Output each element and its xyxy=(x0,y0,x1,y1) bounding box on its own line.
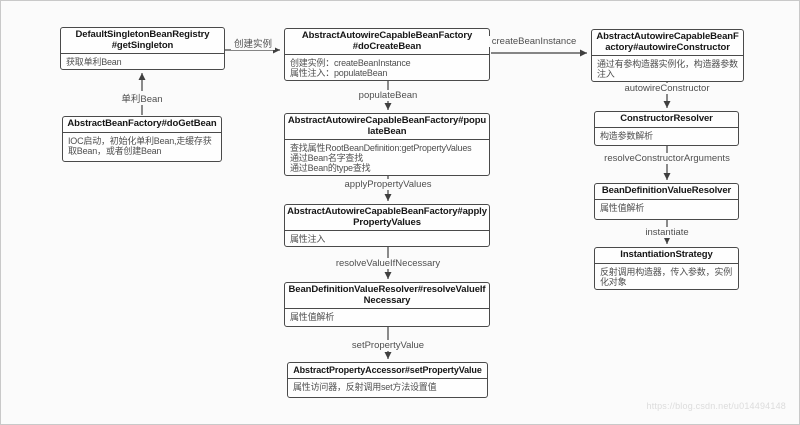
node-constructorresolver-body: 构造参数解析 xyxy=(600,130,653,141)
node-instantiationstrategy: InstantiationStrategy 反射调用构造器，传入参数，实例化对象 xyxy=(594,247,739,290)
node-constructorresolver-title: ConstructorResolver xyxy=(595,112,738,128)
edge-label-autowireconstructor: autowireConstructor xyxy=(621,83,713,94)
node-getsingleton: DefaultSingletonBeanRegistry #getSinglet… xyxy=(60,27,225,70)
node-beandefinitionvalueresolver: BeanDefinitionValueResolver 属性值解析 xyxy=(594,183,739,220)
node-beandefinitionvalueresolver-title: BeanDefinitionValueResolver xyxy=(595,184,738,200)
node-docreatebean-title: AbstractAutowireCapableBeanFactory #doCr… xyxy=(285,29,489,55)
node-applypropertyvalues-body: 属性注入 xyxy=(290,234,326,244)
edge-label-resolveconstructorarguments: resolveConstructorArguments xyxy=(601,153,733,164)
edge-label-populatebean: populateBean xyxy=(355,90,421,101)
node-setpropertyvalue-title: AbstractPropertyAccessor#setPropertyValu… xyxy=(288,363,487,379)
node-setpropertyvalue: AbstractPropertyAccessor#setPropertyValu… xyxy=(287,362,488,398)
edge-label-instantiate: instantiate xyxy=(642,227,692,238)
edge-label-resolvevalueifnecessary: resolveValueIfNecessary xyxy=(332,258,444,269)
watermark-url: https://blog.csdn.net/u014494148 xyxy=(646,401,786,411)
node-resolvevalueifnecessary-body: 属性值解析 xyxy=(290,312,335,322)
node-instantiationstrategy-body: 反射调用构造器，传入参数，实例化对象 xyxy=(600,266,733,287)
node-populatebean-body: 查找属性RootBeanDefinition:getPropertyValues… xyxy=(290,143,472,173)
edge-label-applypropertyvalues: applyPropertyValues xyxy=(341,179,435,190)
node-instantiationstrategy-title: InstantiationStrategy xyxy=(595,248,738,264)
node-getsingleton-title: DefaultSingletonBeanRegistry #getSinglet… xyxy=(61,28,224,54)
node-docreatebean: AbstractAutowireCapableBeanFactory #doCr… xyxy=(284,28,490,81)
edge-label-singleton-bean: 单利Bean xyxy=(118,91,166,105)
node-autowireconstructor-body: 通过有参构造器实例化，构造器参数注入 xyxy=(597,59,738,79)
edge-label-setpropertyvalue: setPropertyValue xyxy=(348,340,428,351)
node-resolvevalueifnecessary: BeanDefinitionValueResolver#resolveValue… xyxy=(284,282,490,327)
node-populatebean: AbstractAutowireCapableBeanFactory#popul… xyxy=(284,113,490,176)
node-getsingleton-body: 获取单利Bean xyxy=(66,57,122,67)
node-constructorresolver: ConstructorResolver 构造参数解析 xyxy=(594,111,739,146)
node-beandefinitionvalueresolver-body: 属性值解析 xyxy=(600,202,645,213)
node-dogetbean-body: IOC启动，初始化单利Bean,走缓存获取Bean，或者创建Bean xyxy=(68,135,212,156)
node-setpropertyvalue-body: 属性访问器，反射调用set方法设置值 xyxy=(293,381,437,392)
node-applypropertyvalues-title: AbstractAutowireCapableBeanFactory#apply… xyxy=(285,205,489,231)
node-populatebean-title: AbstractAutowireCapableBeanFactory#popul… xyxy=(285,114,489,140)
node-resolvevalueifnecessary-title: BeanDefinitionValueResolver#resolveValue… xyxy=(285,283,489,309)
node-dogetbean: AbstractBeanFactory#doGetBean IOC启动，初始化单… xyxy=(62,116,222,162)
node-applypropertyvalues: AbstractAutowireCapableBeanFactory#apply… xyxy=(284,204,490,247)
edge-label-createbeaninstance: createBeanInstance xyxy=(488,36,580,47)
node-autowireconstructor-title: AbstractAutowireCapableBeanFactory#autow… xyxy=(592,30,743,56)
node-dogetbean-title: AbstractBeanFactory#doGetBean xyxy=(63,117,221,133)
edge-label-create-instance: 创建实例 xyxy=(230,36,276,50)
node-docreatebean-body: 创建实例：createBeanInstance 属性注入：populateBea… xyxy=(290,58,411,78)
node-autowireconstructor: AbstractAutowireCapableBeanFactory#autow… xyxy=(591,29,744,82)
